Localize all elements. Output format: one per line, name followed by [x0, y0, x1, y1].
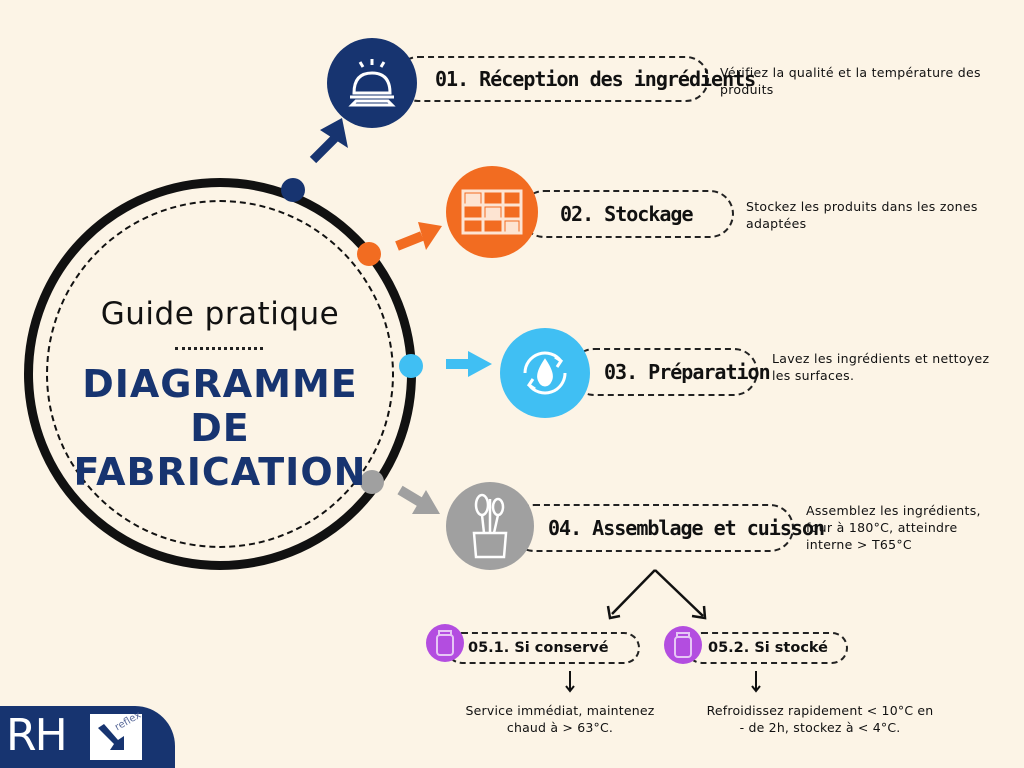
step-4-pill: 04. Assemblage et cuisson	[510, 504, 825, 552]
branch-2-label: 05.2. Si stocké	[708, 640, 829, 656]
jar-icon	[426, 624, 464, 662]
branch-1-label: 05.1. Si conservé	[468, 640, 609, 656]
kitchen-utensils-icon	[446, 482, 534, 570]
service-bell-icon	[327, 38, 417, 128]
step-4-description: Assemblez les ingrédients, four à 180°C,…	[806, 502, 1016, 553]
step-2-label: 02. Stockage	[560, 202, 693, 226]
branch-1-description-line2: chaud à > 63°C.	[506, 720, 614, 735]
branch-2-description-line1: Refroidissez rapidement < 10°C en	[706, 703, 934, 718]
step-1-description-line2: produits	[720, 82, 774, 97]
logo-letters: RH	[6, 710, 68, 761]
main-circle-dashed-ring	[46, 200, 394, 548]
branch-arrows	[606, 569, 707, 620]
step-1-description: Vérifiez la qualité et la température de…	[720, 64, 1020, 98]
arrow-step-4	[397, 485, 440, 514]
guide-subtitle: Guide pratique	[100, 296, 340, 332]
step-4-description-line2: four à 180°C, atteindre	[806, 520, 958, 535]
step-4-dot	[360, 470, 384, 494]
diagram-title-line1: DIAGRAMME DE	[82, 362, 358, 450]
step-3-pill: 03. Préparation	[570, 348, 771, 396]
step-3-label: 03. Préparation	[604, 360, 771, 384]
logo-arrow-icon	[90, 714, 142, 760]
arrow-step-1	[309, 118, 348, 164]
diagram-title-line2: FABRICATION	[73, 450, 367, 494]
step-1-pill: 01. Réception des ingrédients	[395, 56, 756, 102]
step-3-description: Lavez les ingrédients et nettoyez les su…	[772, 350, 1022, 384]
step-2-dot	[357, 242, 381, 266]
branch-1-pill: 05.1. Si conservé	[446, 632, 640, 664]
water-drop-cycle-icon	[500, 328, 590, 418]
branch-1-description-line1: Service immédiat, maintenez	[465, 703, 655, 718]
logo	[0, 706, 175, 768]
step-1-label: 01. Réception des ingrédients	[435, 67, 756, 91]
branch-2-description: Refroidissez rapidement < 10°C en - de 2…	[686, 702, 954, 736]
step-3-description-line2: les surfaces.	[772, 368, 855, 383]
branch-2-description-line2: - de 2h, stockez à < 4°C.	[739, 720, 901, 735]
step-3-dot	[399, 354, 423, 378]
arrow-step-2	[395, 222, 442, 251]
arrow-step-3	[446, 351, 492, 377]
branch-2-pill: 05.2. Si stocké	[686, 632, 848, 664]
step-4-description-line1: Assemblez les ingrédients,	[806, 503, 981, 518]
step-2-description-line1: Stockez les produits dans les zones	[746, 199, 978, 214]
title-divider	[175, 347, 263, 350]
diagram-title: DIAGRAMME DE FABRICATION	[50, 362, 390, 494]
step-3-description-line1: Lavez les ingrédients et nettoyez	[772, 351, 990, 366]
step-4-label: 04. Assemblage et cuisson	[548, 516, 825, 540]
step-1-dot	[281, 178, 305, 202]
down-arrows	[565, 671, 761, 693]
branch-1-description: Service immédiat, maintenez chaud à > 63…	[440, 702, 680, 736]
step-2-description-line2: adaptées	[746, 216, 807, 231]
step-2-pill: 02. Stockage	[520, 190, 734, 238]
step-1-description-line1: Vérifiez la qualité et la température de…	[720, 65, 981, 80]
jar-icon	[664, 626, 702, 664]
step-2-description: Stockez les produits dans les zones adap…	[746, 198, 1021, 232]
storage-shelves-icon	[446, 166, 538, 258]
step-4-description-line3: interne > T65°C	[806, 537, 912, 552]
